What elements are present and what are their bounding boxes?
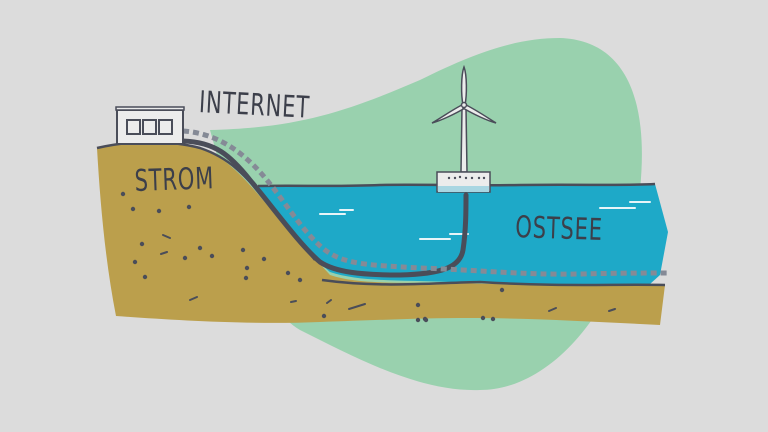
label-internet: INTERNET: [198, 85, 311, 126]
wave-marks: [319, 201, 651, 240]
window-3: [158, 119, 173, 135]
power-cable: [180, 138, 469, 278]
ground: [97, 142, 665, 325]
ground-texture: [120, 191, 616, 323]
window-2: [142, 119, 157, 135]
label-strom: STROM: [134, 161, 215, 199]
building: [115, 106, 185, 145]
window-1: [126, 119, 141, 135]
internet-cable: [182, 128, 669, 277]
wind-turbine: [431, 64, 497, 193]
label-ostsee: OSTSEE: [514, 210, 604, 249]
seabed-line: [321, 278, 666, 287]
